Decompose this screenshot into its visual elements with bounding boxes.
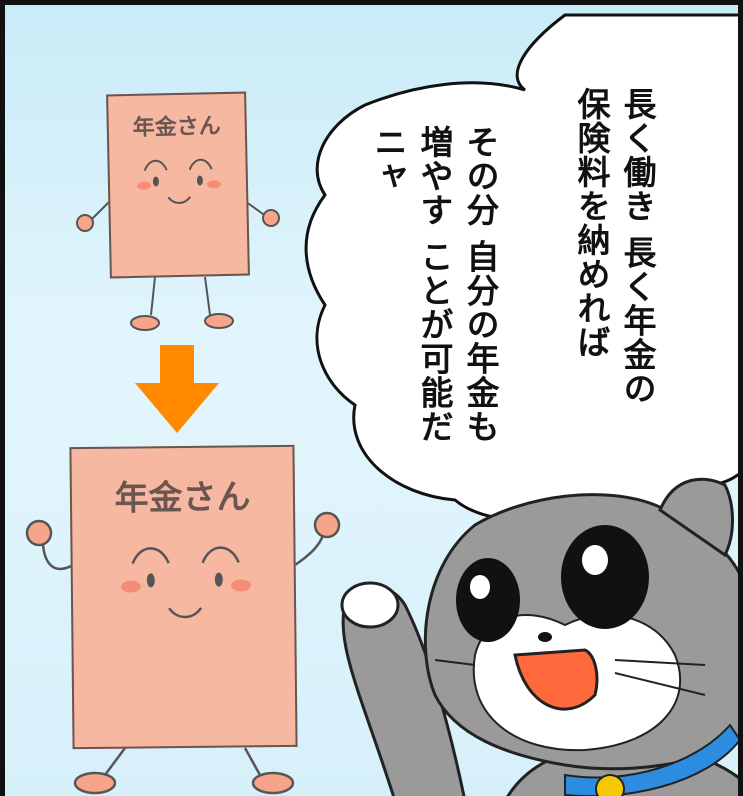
speech-text-column-2: その分 自分の年金も増やす ことが可能だニャ	[369, 125, 500, 444]
pension-card-large: 年金さん	[69, 444, 298, 750]
illustration-layer	[25, 13, 738, 796]
down-arrow-icon	[135, 345, 219, 433]
small-card-limbs	[76, 200, 280, 331]
card-face	[137, 158, 221, 204]
card-face	[120, 546, 251, 619]
speech-text-column-1: 長く働き 長く年金の 保険料を納めれば	[572, 87, 657, 406]
pension-card-small: 年金さん	[106, 91, 250, 279]
cat-character	[340, 477, 738, 796]
big-card-limbs	[25, 511, 341, 795]
